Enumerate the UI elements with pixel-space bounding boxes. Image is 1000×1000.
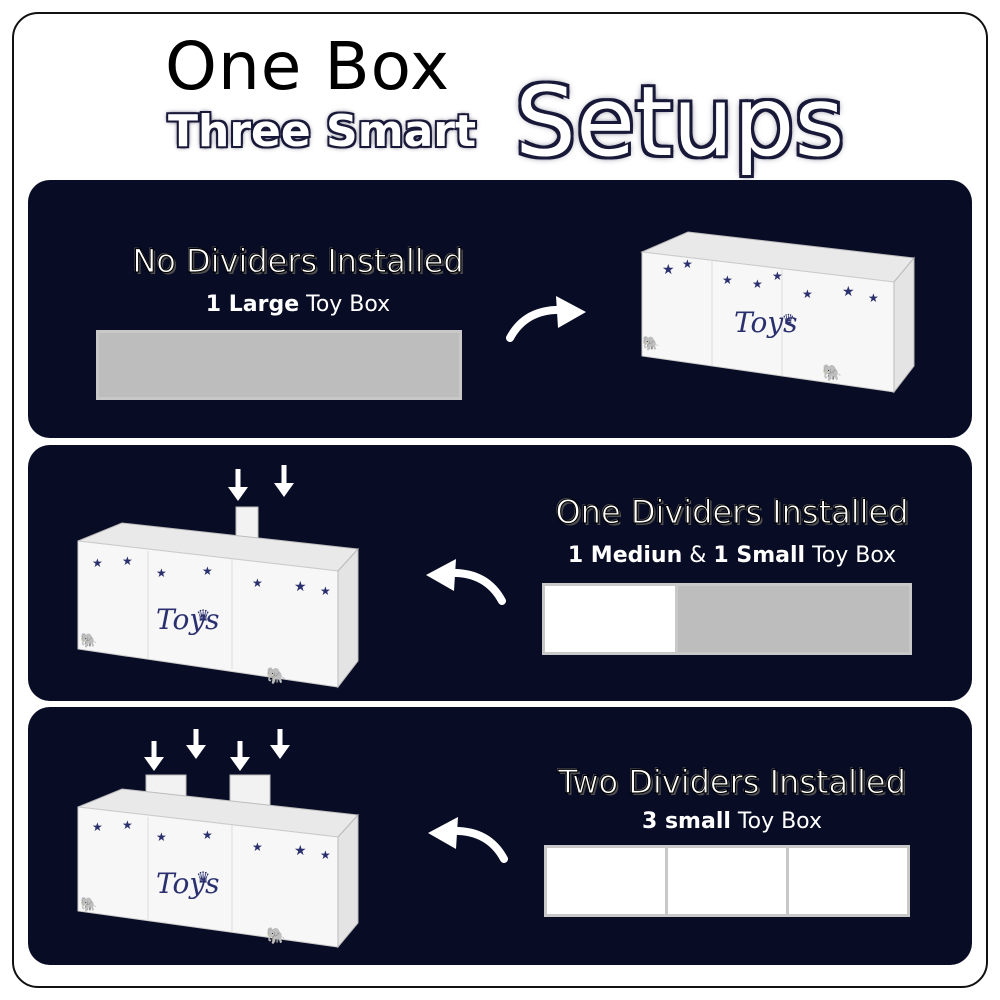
subtitle-rest: Toy Box bbox=[805, 543, 897, 568]
box-label-toys: Toys bbox=[156, 603, 220, 636]
section-subtitle: 3 small Toy Box bbox=[512, 809, 952, 834]
down-arrows-icon bbox=[228, 465, 294, 501]
section-subtitle: 1 Mediun & 1 Small Toy Box bbox=[512, 543, 952, 568]
subtitle-rest: Toy Box bbox=[730, 809, 822, 834]
svg-text:★: ★ bbox=[92, 820, 103, 834]
svg-text:★: ★ bbox=[752, 277, 763, 291]
svg-text:★: ★ bbox=[772, 269, 783, 283]
svg-text:★: ★ bbox=[722, 273, 733, 287]
svg-text:★: ★ bbox=[92, 556, 103, 570]
toy-box-illustration: ★ ★ ★ ★ ★ ★ ★ 🐘 🐘 ♛ bbox=[77, 774, 360, 949]
subtitle-bold: 1 Large bbox=[205, 292, 300, 317]
svg-text:★: ★ bbox=[156, 830, 167, 844]
subtitle-bold: 1 Mediun bbox=[567, 543, 683, 568]
svg-text:★: ★ bbox=[320, 584, 331, 598]
bar-segment bbox=[547, 848, 665, 914]
svg-text:★: ★ bbox=[252, 840, 263, 854]
svg-text:♛: ♛ bbox=[196, 868, 210, 887]
subtitle-rest: Toy Box bbox=[299, 292, 391, 317]
svg-text:★: ★ bbox=[202, 564, 213, 578]
svg-text:★: ★ bbox=[252, 576, 263, 590]
svg-text:★: ★ bbox=[842, 284, 855, 300]
svg-text:★: ★ bbox=[202, 828, 213, 842]
svg-text:🐘: 🐘 bbox=[80, 896, 97, 913]
svg-text:★: ★ bbox=[662, 262, 675, 278]
subtitle-bold: 3 small bbox=[642, 809, 731, 834]
bar-segment bbox=[665, 848, 786, 914]
down-arrows-icon bbox=[144, 729, 290, 771]
toy-box-illustration: ★ ★ ★ ★ ★ ★ ★ ★ 🐘 🐘 ♛ bbox=[640, 231, 915, 394]
title-three-smart: Three Smart bbox=[168, 106, 476, 157]
curved-arrow-right-icon bbox=[506, 296, 586, 342]
svg-text:★: ★ bbox=[682, 257, 693, 271]
panel-no-dividers: No Dividers Installed 1 Large Toy Box ★★… bbox=[28, 180, 972, 438]
bar-segment bbox=[675, 586, 909, 652]
svg-text:🐘: 🐘 bbox=[266, 926, 286, 945]
section-heading: Two Dividers Installed bbox=[558, 763, 907, 802]
layout-bar bbox=[96, 330, 462, 400]
svg-text:🐘: 🐘 bbox=[822, 363, 842, 382]
box-label-toys: Toys bbox=[734, 306, 798, 339]
subtitle-mid: & bbox=[682, 543, 714, 568]
svg-text:★: ★ bbox=[294, 579, 307, 595]
section-subtitle: 1 Large Toy Box bbox=[68, 292, 528, 317]
layout-bar bbox=[544, 845, 910, 917]
svg-text:★: ★ bbox=[802, 287, 813, 301]
section-heading: One Dividers Installed bbox=[555, 493, 909, 532]
subtitle-bold: 1 Small bbox=[713, 543, 806, 568]
curved-arrow-left-icon bbox=[428, 817, 508, 863]
svg-text:♛: ♛ bbox=[782, 312, 795, 328]
bar-segment bbox=[99, 333, 459, 397]
panel-one-divider: One Dividers Installed 1 Mediun & 1 Smal… bbox=[28, 445, 972, 701]
section-heading: No Dividers Installed bbox=[132, 242, 464, 281]
curved-arrow-left-icon bbox=[426, 559, 506, 605]
panel-two-dividers: Two Dividers Installed 3 small Toy Box ★… bbox=[28, 707, 972, 965]
title-setups: Setups bbox=[515, 66, 845, 178]
toy-box-illustration: ★ ★ ★ ★ ★ ★ ★ 🐘 🐘 ♛ bbox=[77, 506, 360, 689]
box-label-toys: Toys bbox=[156, 867, 220, 900]
bar-segment bbox=[786, 848, 907, 914]
svg-text:★: ★ bbox=[294, 843, 307, 859]
svg-text:★: ★ bbox=[122, 554, 133, 568]
svg-text:♛: ♛ bbox=[196, 606, 210, 625]
bar-segment bbox=[545, 586, 675, 652]
title-one-box: One Box bbox=[165, 28, 451, 105]
layout-bar bbox=[542, 583, 912, 655]
svg-text:★: ★ bbox=[156, 566, 167, 580]
svg-text:🐘: 🐘 bbox=[266, 666, 286, 685]
svg-text:★: ★ bbox=[868, 291, 879, 305]
svg-text:🐘: 🐘 bbox=[80, 632, 97, 649]
svg-text:🐘: 🐘 bbox=[642, 335, 659, 352]
svg-text:★: ★ bbox=[320, 848, 331, 862]
svg-text:★: ★ bbox=[122, 818, 133, 832]
